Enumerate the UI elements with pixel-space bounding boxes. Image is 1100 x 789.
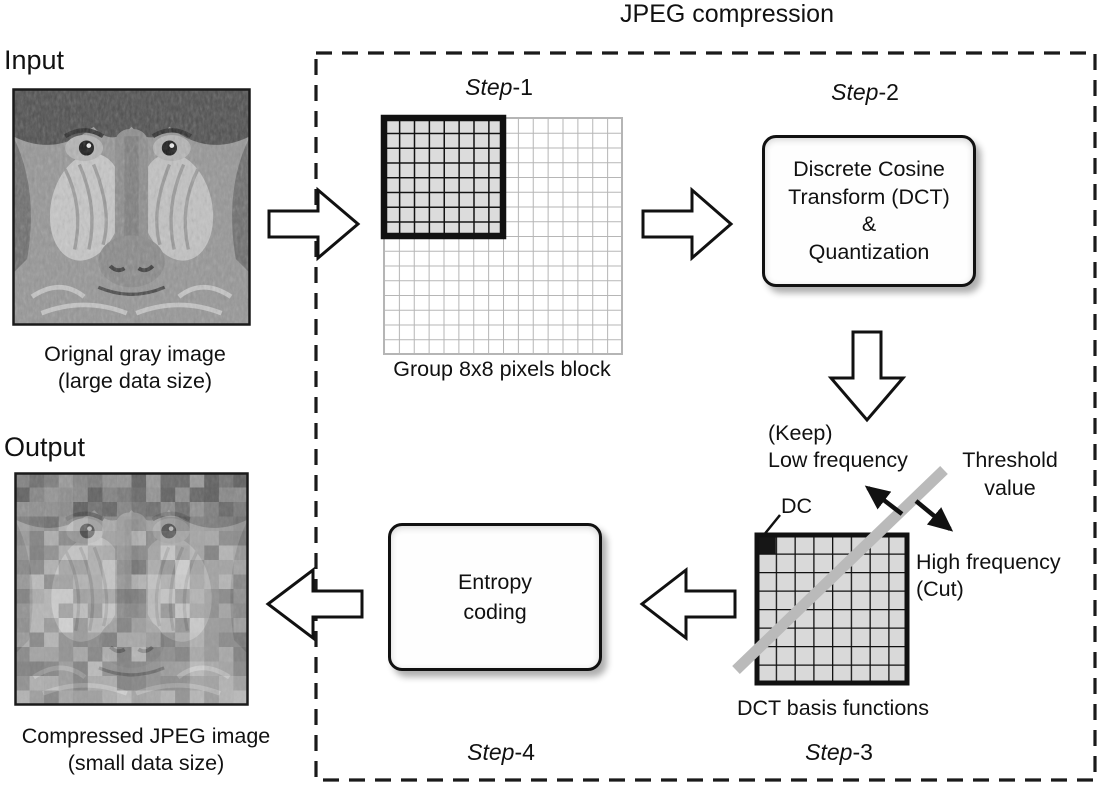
dct-box-line2: Transform (DCT) <box>788 184 950 209</box>
dct-box-line4: Quantization <box>808 239 930 264</box>
output-label: Output <box>4 432 86 462</box>
step3-caption: DCT basis functions <box>737 696 929 720</box>
keep-direction-arrow <box>864 485 904 516</box>
step4-label: Step-4 <box>467 739 535 766</box>
input-caption-line1: Orignal gray image <box>44 342 226 366</box>
arrow-step1-to-step2 <box>641 186 734 262</box>
high-frequency-line1: High frequency <box>916 550 1061 574</box>
step2-label-suffix: -2 <box>878 79 899 105</box>
entropy-box-line1: Entropy <box>457 570 533 594</box>
input-gray-image <box>13 89 250 325</box>
threshold-value-label: Threshold value <box>962 446 1058 502</box>
step3-label-prefix: Step <box>805 739 853 765</box>
step4-label-suffix: -4 <box>514 739 535 765</box>
step3-label-suffix: -3 <box>852 739 873 765</box>
output-image-border <box>14 472 249 706</box>
arrow-input-to-step1 <box>267 186 361 262</box>
low-frequency-label: Low frequency <box>768 448 908 472</box>
entropy-coding-box: Entropy coding <box>388 523 602 671</box>
step1-label: Step-1 <box>465 74 533 101</box>
step1-label-prefix: Step <box>465 74 513 100</box>
output-jpeg-image <box>15 473 248 705</box>
arrow-step3-to-step4 <box>639 566 737 642</box>
input-caption-line2: (large data size) <box>57 369 213 393</box>
high-frequency-label: High frequency (Cut) <box>916 549 1061 603</box>
dc-pointer-line <box>762 514 781 537</box>
step4-label-prefix: Step <box>467 739 515 765</box>
dc-coefficient-cell <box>757 535 776 554</box>
dct-grid <box>754 532 910 686</box>
step2-label: Step-2 <box>831 79 899 106</box>
threshold-line <box>732 466 948 674</box>
step2-label-prefix: Step <box>831 79 879 105</box>
highlighted-8x8-block <box>384 118 503 236</box>
output-caption-line2: (small data size) <box>67 751 225 775</box>
step1-caption: Group 8x8 pixels block <box>393 357 611 381</box>
arrow-step4-to-output <box>265 566 364 642</box>
keep-label: (Keep) <box>768 421 833 445</box>
input-label: Input <box>4 45 65 75</box>
dct-box-line1: Discrete Cosine <box>793 157 945 181</box>
output-caption-line1: Compressed JPEG image <box>21 724 271 748</box>
step1-label-suffix: -1 <box>512 74 533 100</box>
dc-label: DC <box>781 494 813 518</box>
diagram-title: JPEG compression <box>620 0 834 28</box>
entropy-box-line2: coding <box>463 600 527 624</box>
pixel-grid <box>380 114 623 355</box>
step3-label: Step-3 <box>805 739 873 766</box>
threshold-label-line2: value <box>984 476 1036 500</box>
cut-direction-arrow <box>914 499 954 532</box>
high-frequency-line2: (Cut) <box>916 577 964 601</box>
jpeg-block-artifacts <box>15 473 248 705</box>
arrow-step2-to-step3 <box>827 330 907 423</box>
dct-box-line3: & <box>861 212 877 236</box>
input-image-border <box>12 88 251 326</box>
threshold-label-line1: Threshold <box>962 448 1058 472</box>
dct-quantization-box: Discrete Cosine Transform (DCT) & Quanti… <box>762 135 976 287</box>
